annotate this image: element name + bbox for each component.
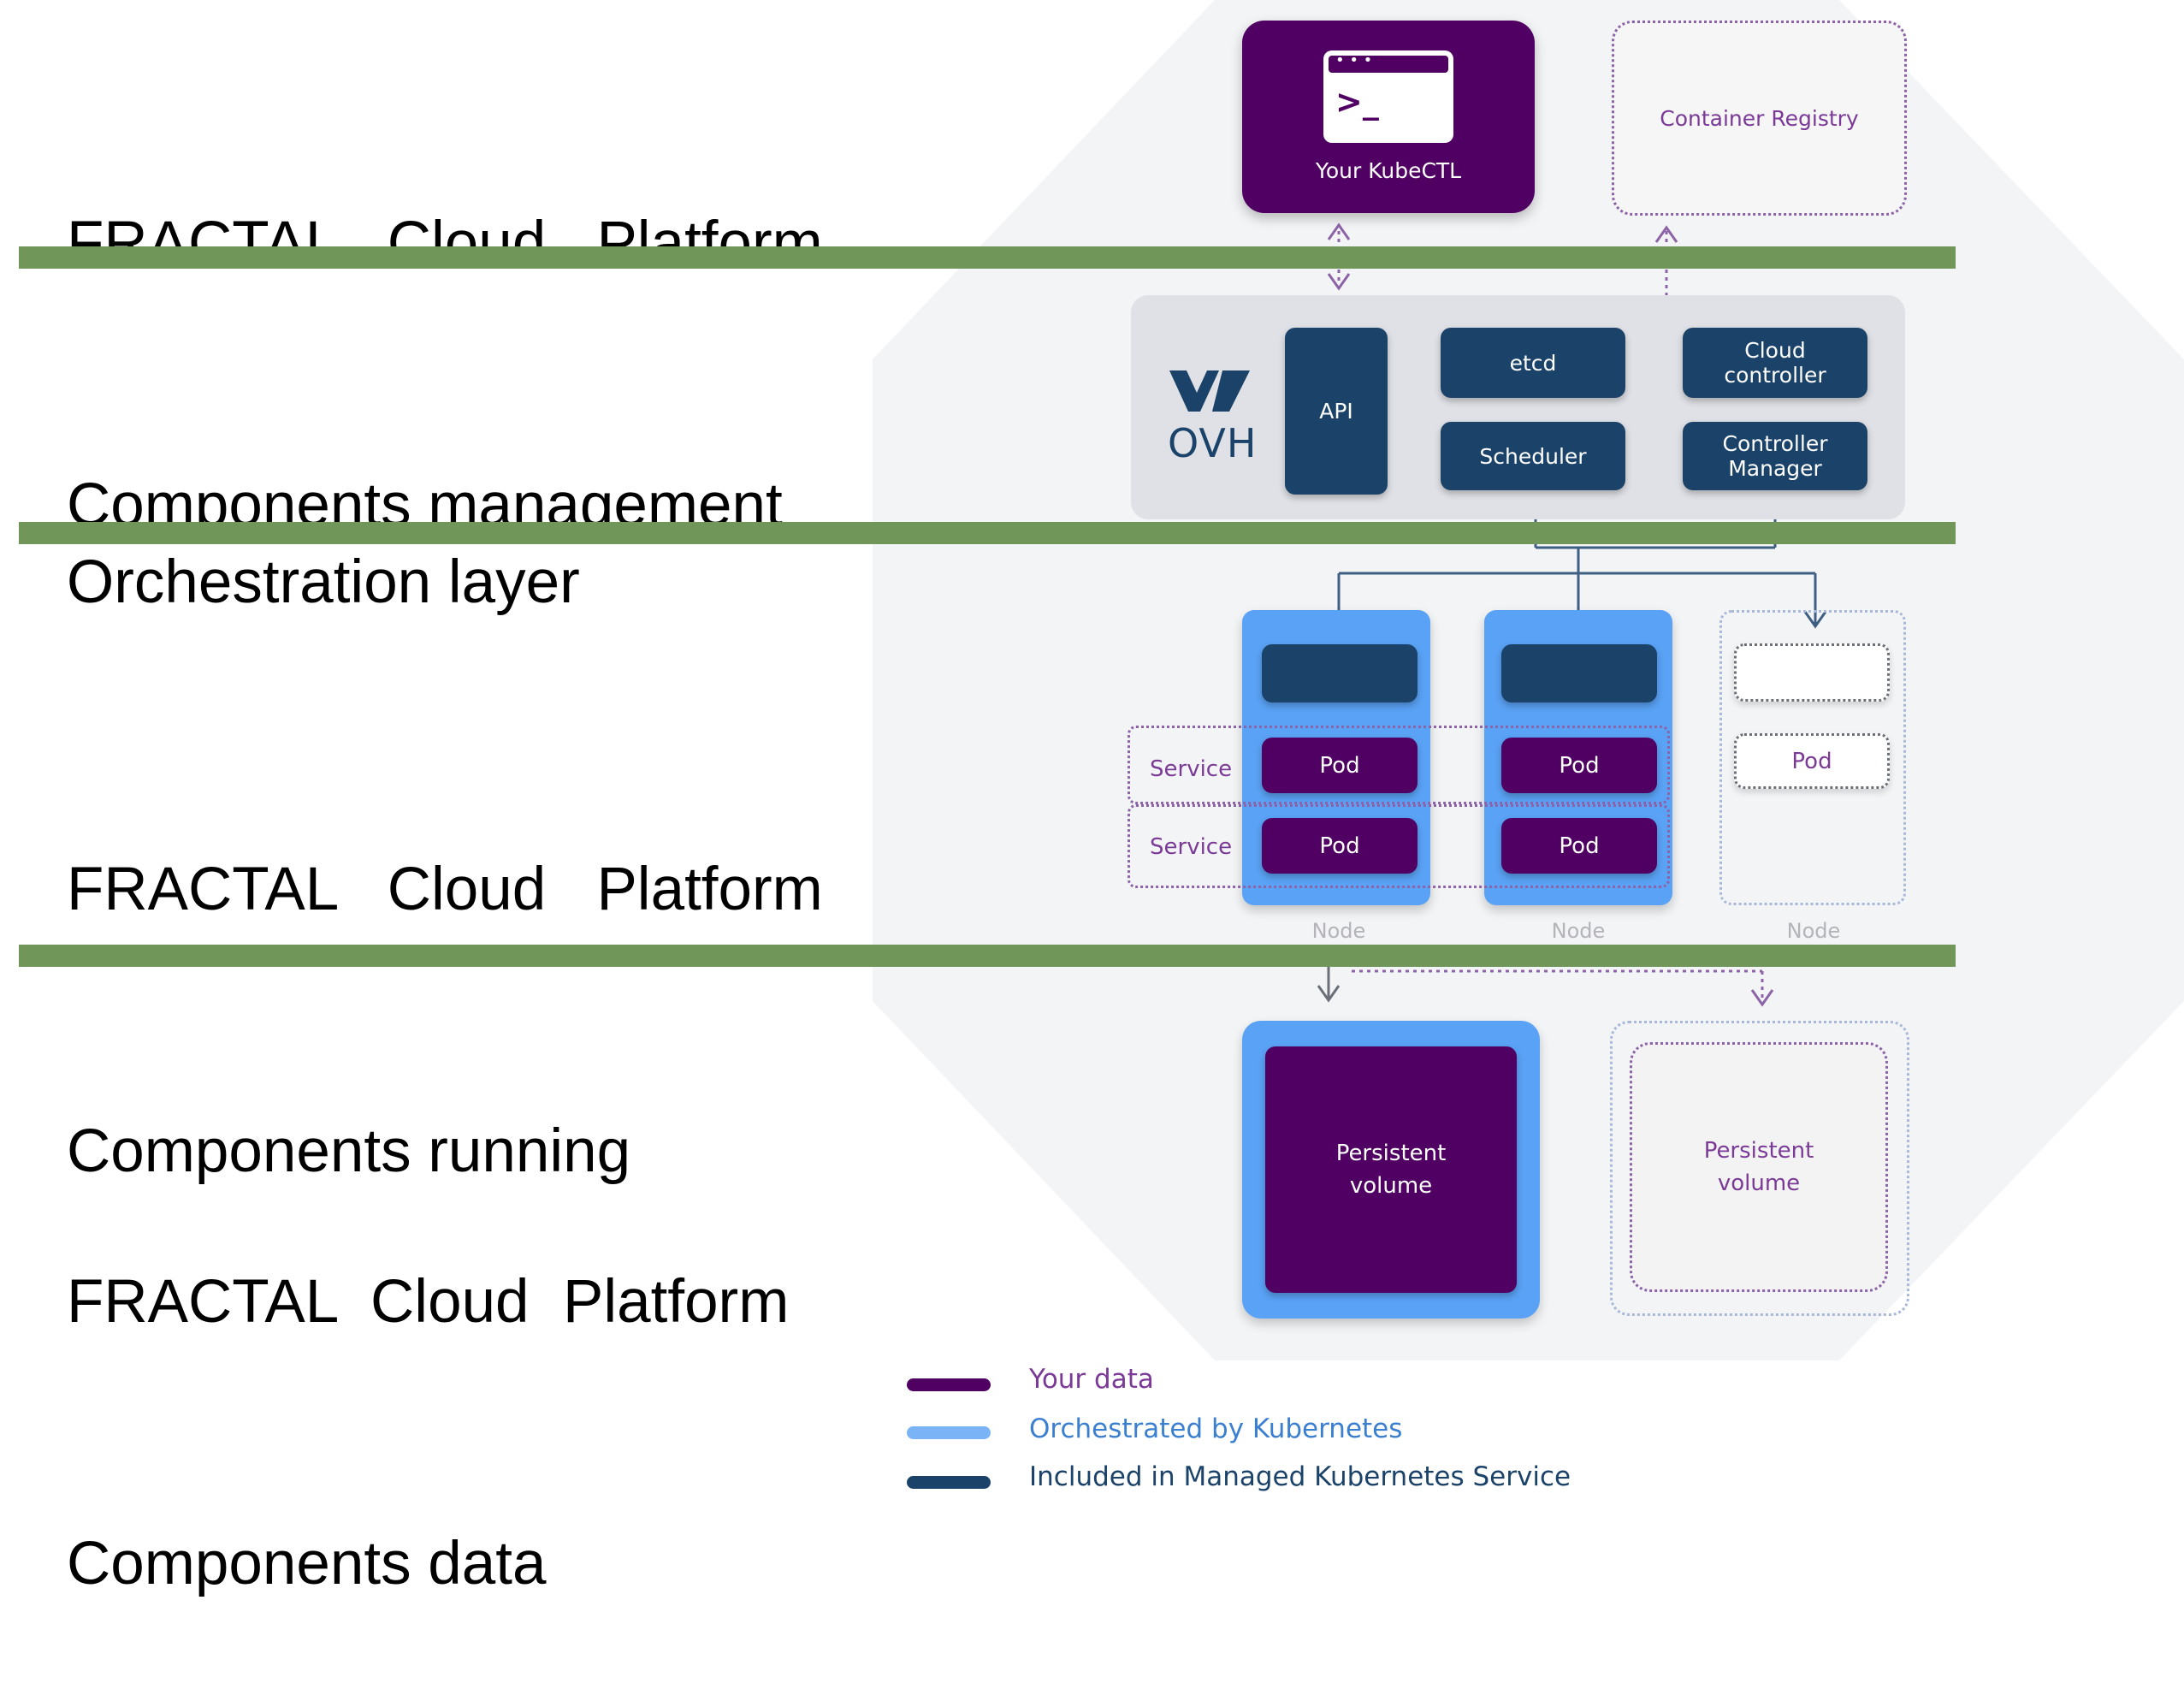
persistent-volume-optional-label-line1: Persistent — [1703, 1138, 1814, 1164]
service-label-2: Service — [1150, 834, 1233, 860]
service-outline-1 — [1128, 726, 1670, 804]
controller-manager-box: Controller Manager — [1683, 422, 1867, 490]
layer-separator-3 — [19, 945, 1956, 967]
layer-label-running: FRACTAL Cloud Platform Components runnin… — [67, 672, 823, 1283]
pod-3-1: Pod — [1734, 733, 1890, 789]
layer-label-orchestration-line1: Orchestration layer — [67, 548, 580, 616]
layer-label-orchestration: Orchestration layer — [67, 364, 580, 714]
etcd-label: etcd — [1509, 350, 1557, 376]
scheduler-box: Scheduler — [1441, 422, 1625, 490]
legend-swatch-your-data — [907, 1378, 991, 1391]
pod-label: Pod — [1559, 752, 1600, 779]
cloud-controller-label-line1: Cloud — [1744, 338, 1806, 363]
persistent-volume-optional-label-line2: volume — [1717, 1170, 1801, 1196]
layer-separator-1 — [19, 246, 1956, 269]
terminal-icon: • • • >_ — [1323, 50, 1453, 143]
layer-label-running-line1: FRACTAL Cloud Platform — [67, 856, 823, 923]
pod-2-2: Pod — [1501, 818, 1657, 874]
node-1-container — [1262, 644, 1418, 702]
api-box: API — [1285, 328, 1388, 495]
layer-label-running-line2: Components running — [67, 1117, 631, 1185]
legend-swatch-managed — [907, 1476, 991, 1489]
pod-2-1: Pod — [1501, 738, 1657, 793]
kubectl-label: Your KubeCTL — [1315, 158, 1462, 183]
controller-manager-label-line2: Manager — [1728, 456, 1822, 481]
legend-label-your-data: Your data — [1029, 1364, 1154, 1395]
container-registry-box: Container Registry — [1612, 21, 1907, 216]
layer-label-data-line1: FRACTAL Cloud Platform — [67, 1268, 790, 1336]
kubectl-box: • • • >_ Your KubeCTL — [1242, 21, 1535, 213]
legend-swatch-orchestrated — [907, 1426, 991, 1439]
pod-1-1: Pod — [1262, 738, 1418, 793]
etcd-box: etcd — [1441, 328, 1625, 398]
controller-manager-label-line1: Controller — [1722, 431, 1828, 456]
persistent-volume-label-line1: Persistent — [1335, 1141, 1447, 1166]
service-outline-2 — [1128, 804, 1670, 888]
container-registry-label: Container Registry — [1660, 105, 1859, 131]
legend-label-managed: Included in Managed Kubernetes Service — [1029, 1461, 1571, 1492]
pod-1-2: Pod — [1262, 818, 1418, 874]
node-label-1: Node — [1311, 919, 1366, 943]
node-label-3: Node — [1786, 919, 1841, 943]
scheduler-label: Scheduler — [1479, 443, 1587, 469]
persistent-volume-orchestrated: Persistent volume — [1242, 1021, 1540, 1319]
node-label-2: Node — [1551, 919, 1606, 943]
layer-label-data-line2: Components data — [67, 1530, 547, 1597]
layer-separator-2 — [19, 522, 1956, 544]
node-2-container — [1501, 644, 1657, 702]
cloud-controller-box: Cloud controller — [1683, 328, 1867, 398]
ovh-logo-text: OVH — [1168, 420, 1258, 466]
legend-label-orchestrated: Orchestrated by Kubernetes — [1029, 1413, 1403, 1444]
api-label: API — [1319, 399, 1353, 424]
cloud-controller-label-line2: controller — [1724, 363, 1826, 388]
persistent-volume-label-line2: volume — [1349, 1173, 1433, 1199]
persistent-volume-box: Persistent volume — [1265, 1046, 1517, 1293]
pod-label: Pod — [1791, 748, 1832, 774]
ovh-logo: OVH — [1168, 364, 1257, 466]
terminal-prompt: >_ — [1335, 83, 1379, 121]
ovh-logo-icon — [1169, 370, 1250, 412]
pod-label: Pod — [1319, 752, 1360, 779]
node-3-container — [1734, 643, 1890, 702]
pod-label: Pod — [1319, 833, 1360, 859]
pod-label: Pod — [1559, 833, 1600, 859]
node-3 — [1719, 610, 1906, 905]
persistent-volume-optional: Persistent volume — [1630, 1042, 1888, 1292]
service-label-1: Service — [1150, 756, 1233, 782]
persistent-volume-optional-outer — [1610, 1021, 1909, 1316]
